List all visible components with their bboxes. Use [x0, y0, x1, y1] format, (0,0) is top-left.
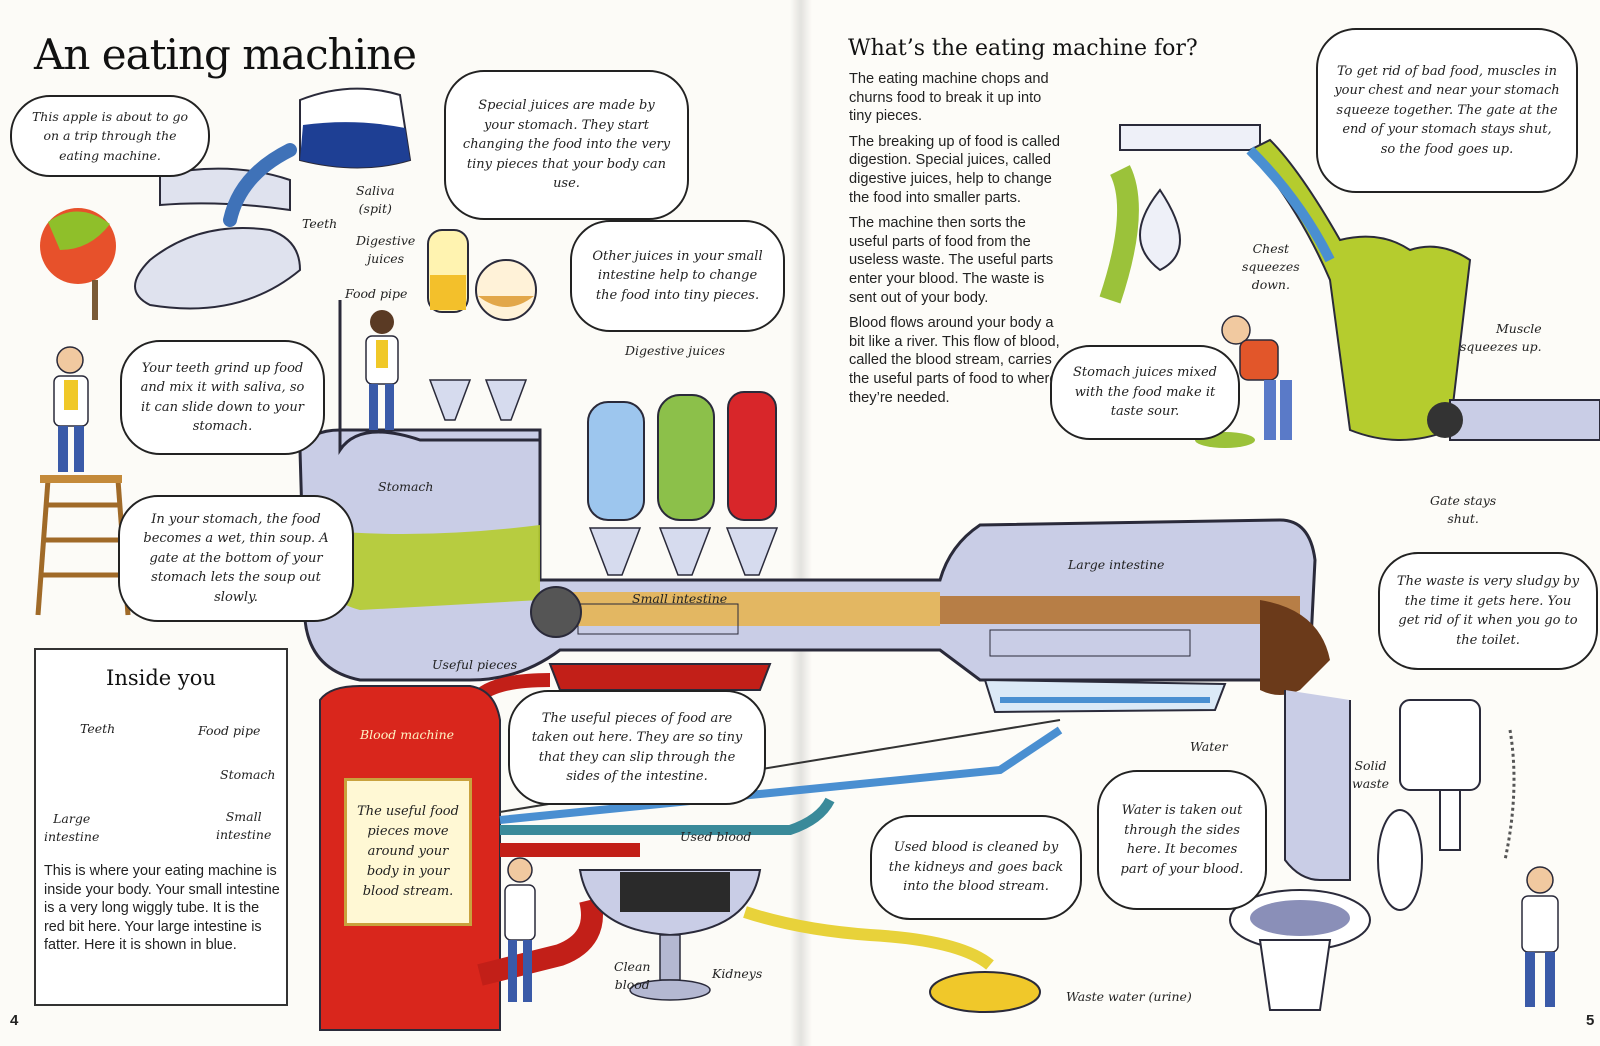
- label-useful-pieces: Useful pieces: [432, 657, 518, 672]
- apple: [40, 208, 116, 320]
- page-number-right: 5: [1586, 1012, 1595, 1029]
- label-used-blood: Used blood: [680, 829, 752, 844]
- bubble-stomach-juices: Special juices are made by your stomach.…: [444, 70, 689, 220]
- boy-being-sick: [1195, 315, 1292, 448]
- label-food-pipe: Food pipe: [345, 286, 408, 301]
- bubble-stomach-soup: In your stomach, the food becomes a wet,…: [118, 495, 354, 622]
- inside-label-stomach: Stomach: [220, 767, 276, 782]
- inside-label-small-intestine: Small intestine: [216, 809, 272, 842]
- kidneys-bowl: [578, 869, 762, 1001]
- label-small-intestine: Small intestine: [632, 591, 728, 606]
- page-number-left: 4: [10, 1012, 19, 1029]
- paragraph-1: The eating machine chops and churns food…: [849, 71, 1049, 125]
- paragraph-2: The breaking up of food is called digest…: [849, 133, 1060, 206]
- saliva-jar: [223, 87, 412, 227]
- urine-pipe: [743, 906, 1041, 1013]
- inside-label-teeth: Teeth: [80, 721, 116, 736]
- inside-you-panel: Inside you Teeth Food pipe Stomach Large…: [34, 648, 288, 1006]
- bubble-waste: The waste is very sludgy by the time it …: [1378, 552, 1598, 670]
- toilet: [1229, 699, 1516, 1011]
- small-intestine-juice-bottles: [587, 391, 779, 576]
- label-kidneys: Kidneys: [712, 966, 763, 981]
- scientist-at-flasks: [365, 310, 399, 430]
- vomit-machine: [1099, 124, 1600, 441]
- scientist-on-ladder: [53, 346, 89, 472]
- scientist-near-blood-machine: [504, 857, 536, 1002]
- label-muscle: Muscle squeezes up.: [1460, 321, 1542, 354]
- bubble-bad-food: To get rid of bad food, muscles in your …: [1316, 28, 1578, 193]
- bubble-small-intestine-juices: Other juices in your small intestine hel…: [570, 220, 785, 332]
- label-solid-waste: Solid waste: [1352, 758, 1389, 791]
- water-channel: [499, 678, 1227, 824]
- right-heading: What’s the eating machine for?: [848, 36, 1198, 61]
- page-title: An eating machine: [34, 30, 417, 79]
- mouth-teeth: [134, 167, 302, 310]
- label-waste-water: Waste water (urine): [1066, 989, 1192, 1004]
- stomach-gate: [530, 586, 582, 638]
- bubble-teeth: Your teeth grind up food and mix it with…: [120, 340, 325, 455]
- blood-stream-plaque: The useful food pieces move around your …: [344, 778, 472, 926]
- label-chest: Chest squeezes down.: [1242, 241, 1300, 292]
- label-digestive-juices: Digestive juices: [356, 233, 416, 266]
- scientist-by-toilet: [1521, 866, 1559, 1007]
- ladder: [35, 475, 131, 616]
- book-gutter: [790, 0, 812, 1046]
- inside-label-food-pipe: Food pipe: [198, 723, 261, 738]
- label-water: Water: [1190, 739, 1228, 754]
- paragraph-3: The machine then sorts the useful parts …: [849, 215, 1054, 306]
- paragraph-4: Blood flows around your body a bit like …: [849, 315, 1060, 406]
- label-gate: Gate stays shut.: [1430, 493, 1497, 526]
- inside-you-title: Inside you: [106, 666, 216, 690]
- inside-label-large-intestine: Large intestine: [44, 811, 100, 844]
- label-blood-machine: Blood machine: [360, 727, 455, 742]
- label-stomach: Stomach: [378, 479, 434, 494]
- bubble-apple: This apple is about to go on a trip thro…: [10, 95, 210, 177]
- bubble-water: Water is taken out through the sides her…: [1097, 770, 1267, 910]
- waste-pipe: [1284, 690, 1351, 881]
- label-teeth: Teeth: [302, 216, 338, 231]
- stomach-vessel: [338, 300, 540, 455]
- inside-you-text: This is where your eating machine is ins…: [44, 863, 280, 954]
- bubble-sour: Stomach juices mixed with the food make …: [1050, 345, 1240, 440]
- bubble-useful-pieces: The useful pieces of food are taken out …: [508, 690, 766, 805]
- intro-body-text: The eating machine chops and churns food…: [849, 70, 1064, 414]
- label-saliva: Saliva (spit): [356, 183, 395, 216]
- bubble-kidneys: Used blood is cleaned by the kidneys and…: [870, 815, 1082, 920]
- label-large-intestine: Large intestine: [1068, 557, 1165, 572]
- stomach-juice-flasks: [427, 229, 537, 421]
- label-clean-blood: Clean blood: [614, 959, 651, 992]
- label-digestive-juices-2: Digestive juices: [625, 343, 726, 358]
